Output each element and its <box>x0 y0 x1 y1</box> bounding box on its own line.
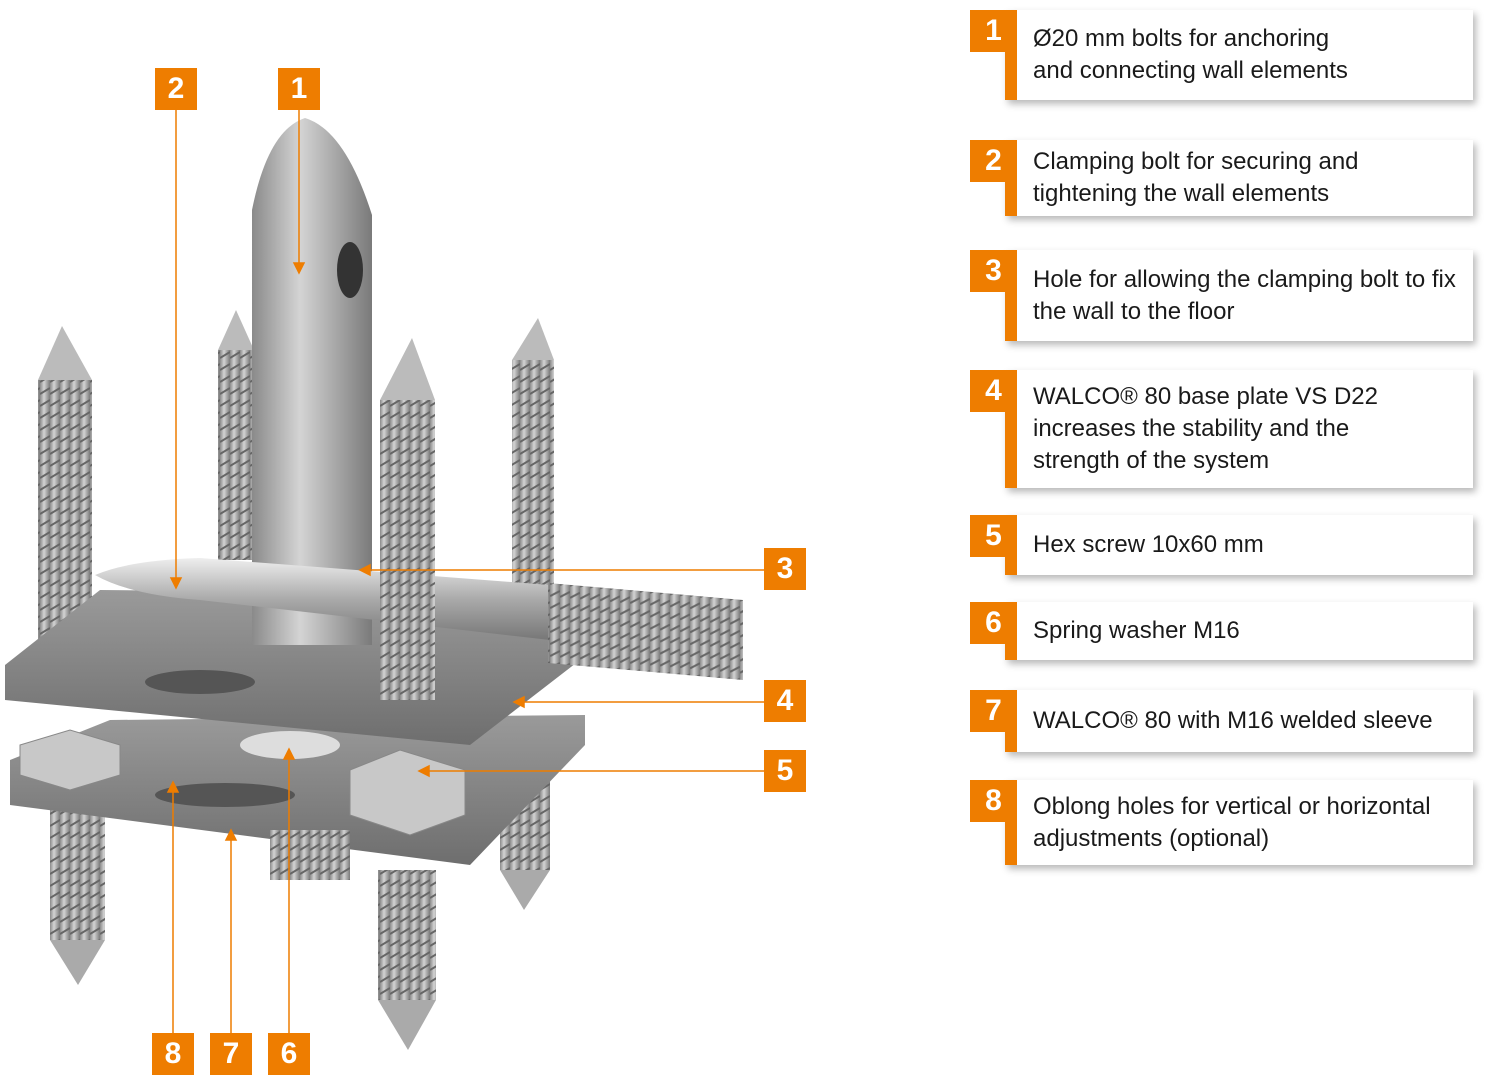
legend-text: Spring washer M16 <box>1033 617 1240 644</box>
legend-text: WALCO® 80 base plate VS D22 increases th… <box>1033 383 1378 474</box>
legend-text: Clamping bolt for securing and tightenin… <box>1033 148 1359 207</box>
lower-plate <box>10 715 585 865</box>
legend-number: 1 <box>970 10 1017 52</box>
legend-number: 6 <box>970 602 1017 644</box>
callout-3: 3 <box>764 548 806 590</box>
legend-text: Ø20 mm bolts for anchoring and connectin… <box>1033 25 1348 84</box>
callout-5: 5 <box>764 750 806 792</box>
legend-item: 3 Hole for allowing the clamping bolt to … <box>970 250 1473 341</box>
legend-item: 5 Hex screw 10x60 mm <box>970 515 1473 575</box>
base-plate <box>5 590 580 745</box>
clamping-bolt <box>95 558 550 640</box>
legend-number: 8 <box>970 780 1017 822</box>
legend-item: 1 Ø20 mm bolts for anchoring and connecti… <box>970 10 1473 100</box>
callout-lines <box>166 110 764 1033</box>
product-illustration <box>5 110 764 1050</box>
legend-item: 7 WALCO® 80 with M16 welded sleeve <box>970 690 1473 752</box>
legend-item: 2 Clamping bolt for securing and tighteni… <box>970 140 1473 216</box>
legend-number: 4 <box>970 370 1017 412</box>
callout-1: 1 <box>278 68 320 110</box>
legend-text: Oblong holes for vertical or horizontal … <box>1033 792 1431 852</box>
legend-text: Hole for allowing the clamping bolt to f… <box>1033 265 1456 325</box>
legend-item: 4 WALCO® 80 base plate VS D22 increases t… <box>970 370 1473 488</box>
legend-item: 6 Spring washer M16 <box>970 602 1473 660</box>
callout-7: 7 <box>210 1033 252 1075</box>
legend-number: 2 <box>970 140 1017 182</box>
legend-number: 3 <box>970 250 1017 292</box>
callout-4: 4 <box>764 680 806 722</box>
legend-item: 8 Oblong holes for vertical or horizontal… <box>970 780 1473 865</box>
callout-2: 2 <box>155 68 197 110</box>
callout-6: 6 <box>268 1033 310 1075</box>
callout-8: 8 <box>152 1033 194 1075</box>
legend-number: 7 <box>970 690 1017 732</box>
legend-number: 5 <box>970 515 1017 557</box>
legend-text: WALCO® 80 with M16 welded sleeve <box>1033 707 1433 734</box>
legend-text: Hex screw 10x60 mm <box>1033 531 1264 558</box>
